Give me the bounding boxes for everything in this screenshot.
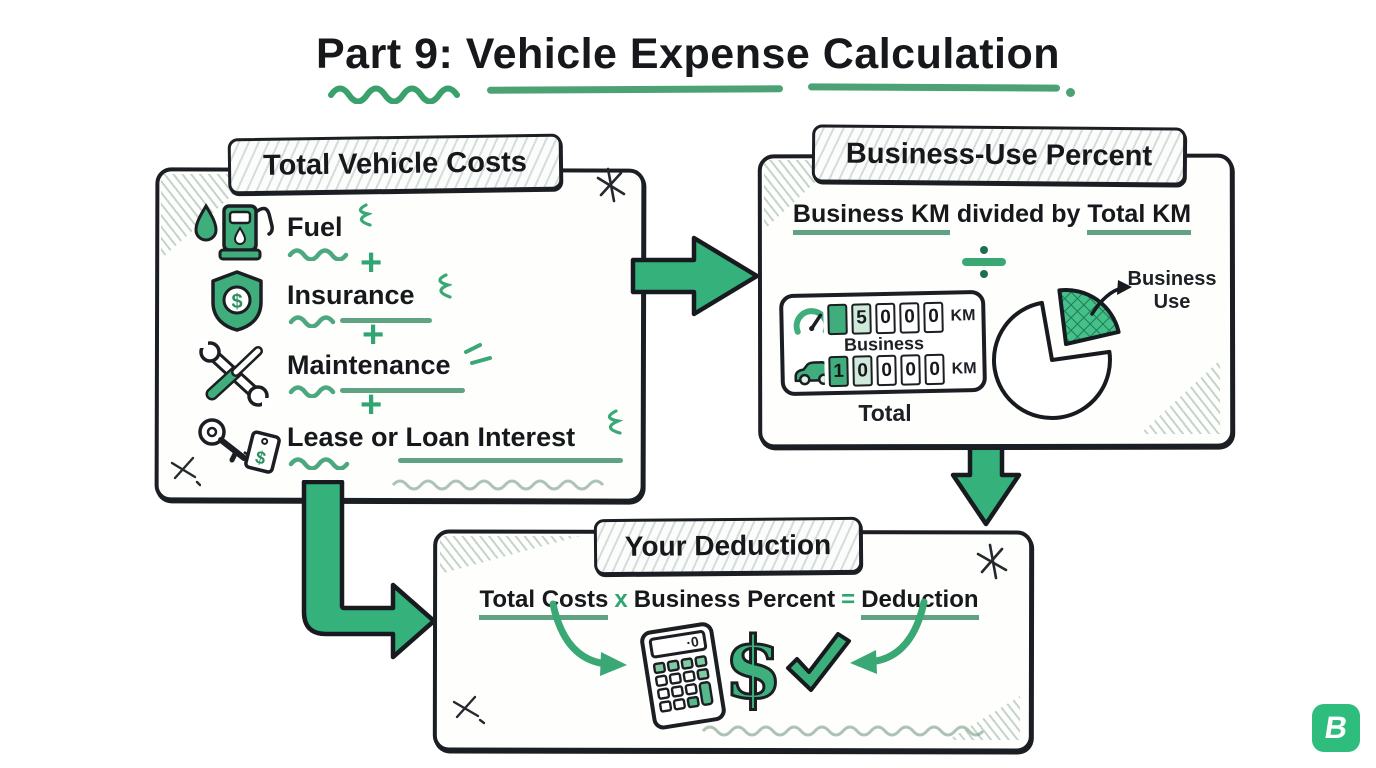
spark-decoration	[358, 203, 372, 227]
speedometer-icon	[793, 308, 824, 335]
total-vehicle-costs-title: Total Vehicle Costs	[262, 145, 528, 182]
formula-business-percent: Business Percent	[633, 586, 836, 613]
wavy-underline	[288, 385, 336, 398]
fuel-pump-icon	[194, 203, 274, 261]
tools-icon	[197, 339, 273, 407]
page-title: Part 9: Vehicle Expense Calculation	[315, 30, 1060, 78]
formula-total-km: Total KM	[1087, 200, 1192, 235]
straight-underline	[398, 458, 623, 463]
checkmark-icon	[786, 632, 851, 692]
formula-total-costs: Total Costs	[479, 586, 609, 620]
wavy-underline	[288, 315, 336, 328]
plus-sign: +	[360, 242, 383, 284]
x-scribble-icon	[452, 695, 486, 725]
straight-underline	[340, 388, 465, 393]
division-dot	[980, 246, 988, 254]
brand-logo-letter: B	[1322, 710, 1351, 745]
business-use-callout: Business Use	[1127, 268, 1217, 313]
odometer-digit: 0	[900, 354, 921, 386]
arrow-costs-to-deduction	[301, 480, 437, 660]
odometer-digit: 0	[923, 301, 944, 333]
straight-underline	[340, 318, 432, 323]
car-icon	[794, 360, 825, 385]
total-label: Total	[858, 400, 912, 426]
cost-item-fuel: Fuel	[287, 212, 343, 242]
business-km-row: 5 0 0 0 KM	[791, 300, 976, 336]
odometer-digit: 0	[899, 301, 920, 334]
title-underline-right	[807, 83, 1061, 92]
arrow-costs-to-percent	[630, 235, 760, 317]
odometer-panel: 5 0 0 0 KM Business 1 0 0 0 0 KM	[778, 289, 988, 397]
odometer-digit: 0	[875, 302, 896, 334]
cost-item-insurance: Insurance	[287, 280, 415, 310]
plus-sign: +	[362, 314, 385, 356]
odometer-digit	[827, 303, 848, 335]
calculator-icon: ·0	[640, 622, 726, 730]
dollar-sign-icon: $	[722, 618, 783, 717]
multiply-sign: x	[614, 586, 628, 613]
title-underline-dot	[1066, 88, 1075, 97]
x-scribble-icon	[976, 543, 1008, 580]
spark-decoration	[438, 273, 452, 299]
business-use-percent-title: Business-Use Percent	[845, 137, 1153, 172]
business-use-percent-header: Business-Use Percent	[811, 124, 1187, 186]
title-underline-left	[486, 85, 784, 94]
x-scribble-icon	[170, 456, 201, 487]
division-bar	[962, 258, 1006, 266]
division-symbol	[962, 246, 1006, 278]
division-dot	[980, 270, 988, 278]
svg-text:$: $	[253, 447, 268, 469]
key-tag-icon: $	[198, 418, 281, 474]
business-use-pie-chart	[991, 280, 1132, 420]
brand-logo: B	[1312, 704, 1360, 752]
bottom-scribble-decoration	[701, 725, 985, 737]
odometer-digit: 1	[828, 355, 849, 388]
odometer-digit: 0	[852, 355, 873, 387]
km-unit: KM	[951, 359, 977, 378]
your-deduction-header: Your Deduction	[593, 516, 863, 576]
odometer-digit: 0	[924, 353, 945, 386]
spark-decoration	[607, 409, 624, 435]
formula-business-km: Business KM	[792, 200, 950, 235]
formula-divided-by: divided by	[949, 200, 1088, 228]
title-squiggle-underline	[328, 85, 460, 104]
curved-arrow-left-icon	[549, 600, 627, 676]
km-unit: KM	[950, 307, 976, 325]
cost-item-lease: Lease or Loan Interest	[287, 422, 576, 452]
plus-sign: +	[360, 384, 383, 426]
your-deduction-title: Your Deduction	[624, 529, 832, 562]
bottom-scribble-decoration	[391, 479, 605, 491]
odometer-digit: 5	[851, 302, 872, 335]
total-km-row: 1 0 0 0 0 KM	[792, 353, 977, 388]
shield-dollar-icon: $	[211, 270, 263, 332]
wavy-underline	[287, 248, 349, 261]
curved-arrow-right-icon	[850, 598, 928, 674]
total-vehicle-costs-header: Total Vehicle Costs	[227, 133, 563, 195]
equals-sign: =	[841, 586, 856, 613]
x-scribble-icon	[596, 167, 626, 203]
cost-item-maintenance: Maintenance	[287, 350, 451, 380]
svg-text:$: $	[231, 291, 242, 313]
dash-decoration	[464, 343, 492, 365]
calculator-display: ·0	[685, 633, 700, 651]
odometer-digit: 0	[876, 354, 897, 387]
business-km-formula: Business KM divided by Total KM	[762, 200, 1222, 235]
wavy-underline	[288, 457, 350, 470]
